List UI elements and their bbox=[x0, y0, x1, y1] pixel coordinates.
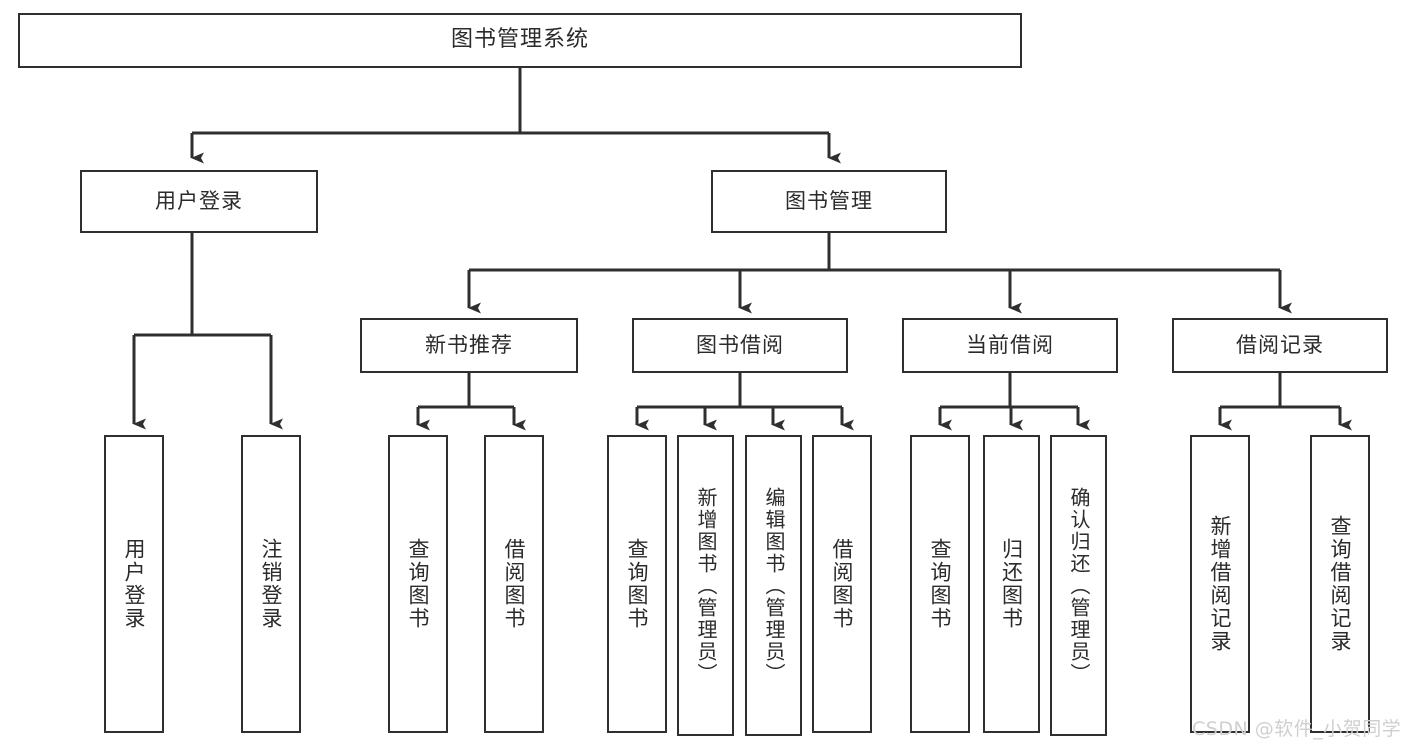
leaf-return-books-label: 归还图书 bbox=[999, 538, 1024, 630]
leaf-add-borrow-record-label: 新增借阅记录 bbox=[1208, 515, 1233, 653]
node-user-login-label: 用户登录 bbox=[155, 188, 243, 213]
leaf-confirm-return-admin[interactable]: 确认归还（管理员） bbox=[1050, 435, 1107, 736]
node-book-management[interactable]: 图书管理 bbox=[711, 170, 947, 233]
leaf-query-books-current-label: 查询图书 bbox=[928, 538, 953, 630]
leaf-edit-book-admin[interactable]: 编辑图书（管理员） bbox=[745, 435, 802, 736]
leaf-query-books-borrowing[interactable]: 查询图书 bbox=[607, 435, 667, 733]
node-borrowing-records-label: 借阅记录 bbox=[1236, 332, 1324, 357]
node-current-borrowing[interactable]: 当前借阅 bbox=[902, 318, 1118, 373]
leaf-query-books-current[interactable]: 查询图书 bbox=[910, 435, 970, 733]
leaf-query-books-recommendation-label: 查询图书 bbox=[406, 538, 431, 630]
node-user-login[interactable]: 用户登录 bbox=[80, 170, 318, 233]
leaf-return-books[interactable]: 归还图书 bbox=[983, 435, 1040, 733]
csdn-watermark: CSDN @软件_小贺同学 bbox=[1192, 718, 1402, 740]
leaf-add-book-admin[interactable]: 新增图书（管理员） bbox=[677, 435, 734, 736]
leaf-query-borrow-record[interactable]: 查询借阅记录 bbox=[1310, 435, 1370, 733]
leaf-add-borrow-record[interactable]: 新增借阅记录 bbox=[1190, 435, 1250, 733]
leaf-logout[interactable]: 注销登录 bbox=[241, 435, 301, 733]
leaf-user-login[interactable]: 用户登录 bbox=[104, 435, 164, 733]
leaf-query-books-recommendation[interactable]: 查询图书 bbox=[388, 435, 448, 733]
node-root[interactable]: 图书管理系统 bbox=[18, 13, 1022, 68]
node-book-borrowing-label: 图书借阅 bbox=[696, 332, 784, 357]
leaf-add-book-admin-label: 新增图书（管理员） bbox=[694, 486, 718, 685]
leaf-borrow-books-recommendation[interactable]: 借阅图书 bbox=[484, 435, 544, 733]
node-current-borrowing-label: 当前借阅 bbox=[966, 332, 1054, 357]
leaf-query-books-borrowing-label: 查询图书 bbox=[625, 538, 650, 630]
leaf-query-borrow-record-label: 查询借阅记录 bbox=[1328, 515, 1353, 653]
node-new-book-recommendation-label: 新书推荐 bbox=[425, 332, 513, 357]
node-borrowing-records[interactable]: 借阅记录 bbox=[1172, 318, 1388, 373]
leaf-confirm-return-admin-label: 确认归还（管理员） bbox=[1067, 486, 1091, 685]
leaf-logout-label: 注销登录 bbox=[259, 538, 284, 630]
leaf-borrow-books-borrowing[interactable]: 借阅图书 bbox=[812, 435, 872, 733]
node-new-book-recommendation[interactable]: 新书推荐 bbox=[360, 318, 578, 373]
node-root-label: 图书管理系统 bbox=[450, 27, 589, 53]
node-book-management-label: 图书管理 bbox=[785, 188, 873, 213]
leaf-borrow-books-recommendation-label: 借阅图书 bbox=[502, 538, 527, 630]
leaf-user-login-label: 用户登录 bbox=[122, 538, 147, 630]
node-book-borrowing[interactable]: 图书借阅 bbox=[632, 318, 848, 373]
leaf-edit-book-admin-label: 编辑图书（管理员） bbox=[762, 486, 786, 685]
leaf-borrow-books-borrowing-label: 借阅图书 bbox=[830, 538, 855, 630]
